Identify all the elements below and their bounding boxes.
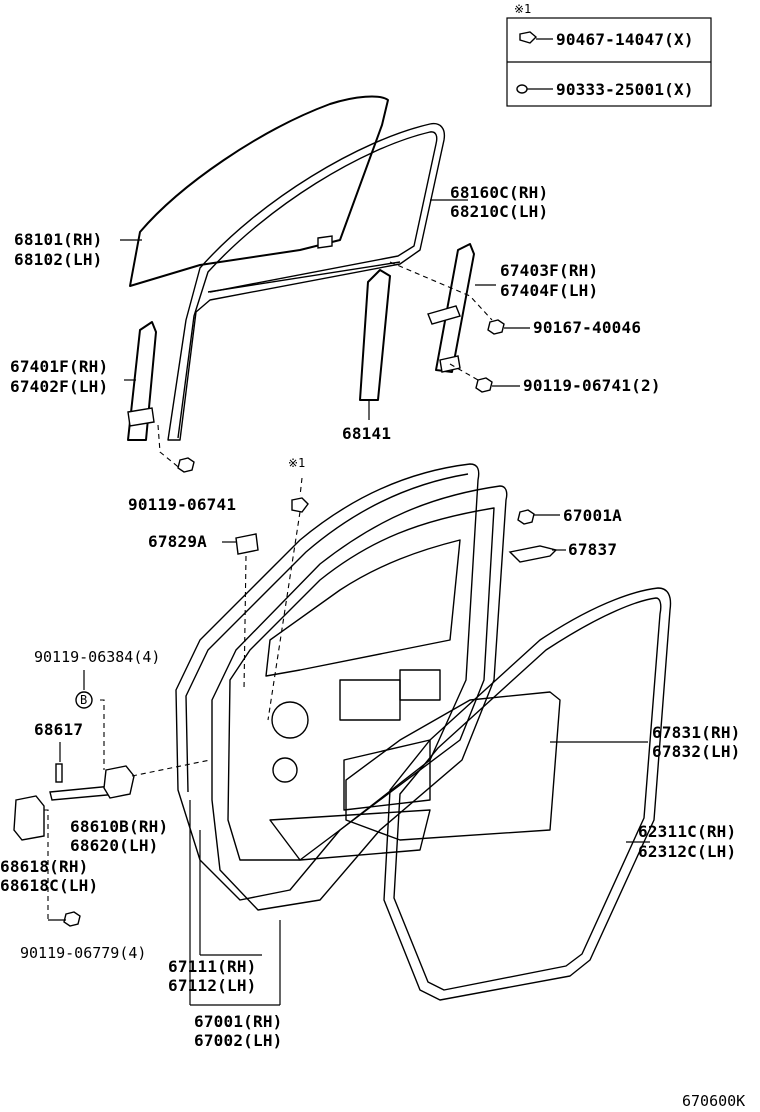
- check-lh-label: 68620(LH): [70, 836, 159, 855]
- door-glass: [129, 95, 389, 287]
- clip-dashline: [267, 511, 301, 721]
- center-channel: [359, 269, 391, 420]
- door-weatherstrip-rh-label: 67111(RH): [168, 957, 257, 976]
- legend-row-2-part: 90333-25001(X): [556, 80, 694, 99]
- bolt-d-label: 90119-06384(4): [34, 648, 160, 666]
- legend-marker: ※1: [514, 2, 531, 16]
- run-channel-lh-label: 68210C(LH): [450, 202, 548, 221]
- rear-regulator-lh-label: 67404F(LH): [500, 281, 598, 300]
- service-hole-cover-lh-label: 67832(LH): [652, 742, 741, 761]
- bolt-d-badge: B: [80, 693, 87, 707]
- clip-icon: [519, 31, 553, 44]
- bolt-icon: [487, 319, 505, 335]
- bolt-b-dashline: [449, 363, 479, 381]
- handle-cover-label: 67829A: [148, 532, 207, 551]
- bolt-icon: [63, 911, 81, 927]
- weatherstrip-lh-label: 62312C(LH): [638, 842, 736, 861]
- figure-code: 670600K: [682, 1092, 745, 1110]
- legend: ※1 90467-14047(X) 90333-25001(X): [506, 2, 712, 107]
- marker-ref-label: ※1: [288, 456, 305, 470]
- marker-dashline: [299, 477, 303, 497]
- bolt-icon: [177, 457, 195, 473]
- bolt-e-label: 90119-06779(4): [20, 944, 146, 962]
- hinge-dashline: [44, 809, 49, 920]
- legend-row-1-part: 90467-14047(X): [556, 30, 694, 49]
- plug-icon: [517, 509, 535, 525]
- front-regulator-dashline: [157, 424, 183, 471]
- door-panel-rh-label: 67001(RH): [194, 1012, 283, 1031]
- front-regulator-rh-label: 67401F(RH): [10, 357, 108, 376]
- door-check: [49, 765, 135, 801]
- check-rh-label: 68610B(RH): [70, 817, 168, 836]
- hinge: [13, 795, 45, 841]
- handle-cover-dashline: [243, 555, 247, 691]
- badge-b-icon: B: [75, 691, 93, 709]
- weatherstrip-rh-label: 62311C(RH): [638, 822, 736, 841]
- rear-regulator-rh-label: 67403F(RH): [500, 261, 598, 280]
- center-channel-label: 68141: [342, 424, 391, 443]
- front-regulator-lh-label: 67402F(LH): [10, 377, 108, 396]
- bolt-c-label: 90119-06741: [128, 495, 236, 514]
- run-channel-rh-label: 68160C(RH): [450, 183, 548, 202]
- rear-regulator-dashline: [389, 261, 493, 321]
- bracket-icon: [508, 545, 558, 563]
- bracket-label: 67837: [568, 540, 617, 559]
- door-panel: [175, 463, 508, 911]
- hinge-lh-label: 68618C(LH): [0, 876, 98, 895]
- glass-run-channel: [167, 122, 446, 441]
- glass-rh-label: 68101(RH): [14, 230, 103, 249]
- plug-label: 67001A: [563, 506, 622, 525]
- hinge-rh-label: 68618(RH): [0, 857, 89, 876]
- door-weatherstrip-lh-label: 67112(LH): [168, 976, 257, 995]
- bolt-d-dashline: [100, 699, 105, 770]
- grommet-icon: [516, 84, 553, 94]
- front-regulator: [127, 321, 157, 441]
- bolt-icon: [475, 377, 493, 393]
- pin-label: 68617: [34, 720, 83, 739]
- pin-shape: [55, 763, 63, 783]
- rear-regulator: [427, 243, 475, 373]
- door-panel-lh-label: 67002(LH): [194, 1031, 283, 1050]
- bolt-b-label: 90119-06741(2): [523, 376, 661, 395]
- bolt-a-label: 90167-40046: [533, 318, 641, 337]
- service-hole-cover: [345, 691, 561, 841]
- clip-icon: [291, 497, 309, 513]
- check-dashline: [131, 759, 211, 777]
- weatherstrip: [383, 587, 672, 1001]
- glass-lh-label: 68102(LH): [14, 250, 103, 269]
- service-hole-cover-rh-label: 67831(RH): [652, 723, 741, 742]
- handle-cover-shape: [235, 533, 259, 555]
